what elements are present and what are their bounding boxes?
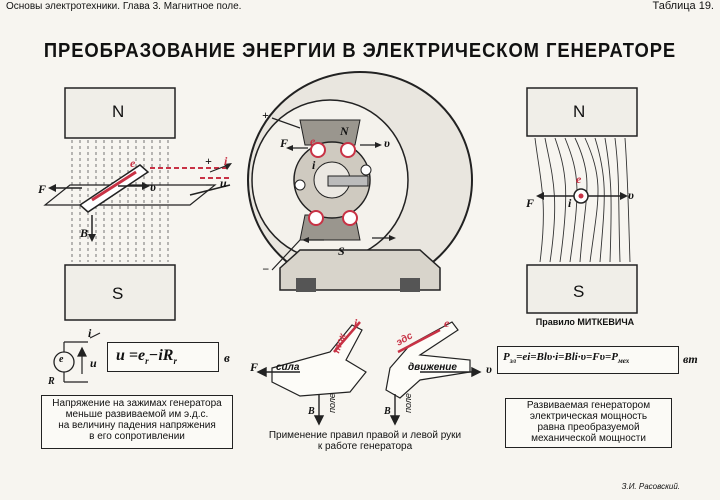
center-label-current: i	[312, 158, 316, 172]
hand-right-b: B	[384, 406, 391, 417]
hand-left-force-word: сила	[276, 362, 300, 373]
left-pole-south: S	[112, 284, 124, 303]
left-label-emf: e	[130, 156, 136, 170]
center-label-plus: +	[262, 108, 269, 122]
voltage-formula-sub1: r	[145, 356, 149, 367]
center-label-force: F	[280, 136, 289, 150]
center-generator-drawing	[247, 71, 473, 292]
center-label-north: N	[340, 124, 349, 138]
voltage-unit: в	[224, 350, 230, 365]
left-label-velocity: υ	[150, 180, 156, 194]
power-caption-line-1: Развиваемая генератором	[526, 400, 651, 411]
power-formula-box: Pэл=ei=Blυ·i=Bli·υ=Fυ=Pмех	[497, 346, 679, 374]
author-credit: З.И. Расовский.	[621, 482, 680, 491]
left-label-current: i	[224, 154, 228, 168]
right-field-diagram	[526, 87, 638, 314]
hand-right-emf: e	[444, 316, 450, 330]
hand-left-force: F	[250, 360, 259, 374]
table-number: Таблица 19.	[652, 0, 714, 12]
right-pole-north: N	[573, 102, 586, 121]
hands-caption: Применение правил правой и левой руки к …	[250, 430, 480, 452]
hand-arrows	[256, 321, 482, 426]
power-formula-body: =ei=Blυ·i=Bli·υ=Fυ=P	[516, 351, 618, 363]
left-label-plus: +	[205, 154, 212, 168]
left-label-induction: B	[80, 226, 89, 240]
power-formula-p2-sub: мех	[617, 357, 630, 366]
right-label-current: i	[568, 196, 572, 210]
circuit-diagram	[53, 332, 101, 383]
voltage-caption-box: Напряжение на зажимах генератора меньше …	[41, 395, 233, 449]
right-label-velocity: υ	[628, 188, 634, 202]
left-generator-diagram	[43, 87, 232, 321]
header-subject: Основы электротехники. Глава 3. Магнитно…	[6, 1, 242, 12]
hands-illustration	[271, 321, 471, 399]
left-label-minus: −	[205, 178, 213, 192]
hands-caption-line-2: к работе генератора	[317, 441, 413, 452]
circuit-label-emf: e	[59, 354, 64, 365]
circuit-label-voltage: u	[90, 356, 97, 370]
voltage-formula-minus: −iR	[148, 347, 174, 364]
power-unit: вт	[683, 352, 698, 366]
right-label-force: F	[526, 196, 535, 210]
power-formula-p: P	[503, 351, 510, 363]
center-label-emf: e	[310, 134, 316, 148]
hand-right-field: поле	[402, 393, 413, 413]
voltage-formula-box: u =er−iRr	[107, 342, 219, 372]
page-title: ПРЕОБРАЗОВАНИЕ ЭНЕРГИИ В ЭЛЕКТРИЧЕСКОМ Г…	[43, 40, 677, 62]
voltage-formula-sub2: r	[173, 356, 177, 367]
voltage-caption-line-2: меньше развиваемой им э.д.с.	[65, 409, 209, 420]
voltage-caption-line-4: в его сопротивлении	[89, 431, 185, 442]
center-label-south: S	[338, 244, 345, 258]
hand-left-b: B	[308, 406, 315, 417]
center-label-minus: −	[262, 262, 270, 276]
left-pole-north: N	[112, 102, 125, 121]
power-caption-line-4: механической мощности	[531, 433, 646, 444]
voltage-caption-line-3: на величину падения напряжения	[58, 420, 216, 431]
right-pole-south: S	[573, 282, 585, 301]
power-caption-box: Развиваемая генератором электрическая мо…	[505, 398, 672, 448]
mitkevich-rule-caption: Правило МИТКЕВИЧА	[535, 317, 635, 327]
hand-left-current: i	[354, 316, 358, 330]
power-caption-line-3: равна преобразуемой	[537, 422, 640, 433]
hand-right-velocity: υ	[486, 362, 492, 376]
hands-caption-line-1: Применение правил правой и левой руки	[268, 430, 462, 441]
voltage-caption-line-1: Напряжение на зажимах генератора	[52, 398, 222, 409]
circuit-label-resistance: R	[48, 376, 55, 387]
left-label-force: F	[38, 182, 47, 196]
hand-right-motion-word: движение	[408, 362, 457, 373]
center-label-velocity: υ	[384, 136, 390, 150]
left-label-voltage: u	[220, 176, 227, 190]
circuit-label-current: i	[88, 326, 92, 340]
voltage-formula-lhs: u =e	[116, 347, 146, 364]
power-formula-p-sub: эл	[509, 357, 517, 366]
power-caption-line-2: электрическая мощность	[529, 411, 648, 422]
hand-left-field: поле	[326, 393, 337, 413]
right-label-emf: e	[576, 172, 582, 186]
